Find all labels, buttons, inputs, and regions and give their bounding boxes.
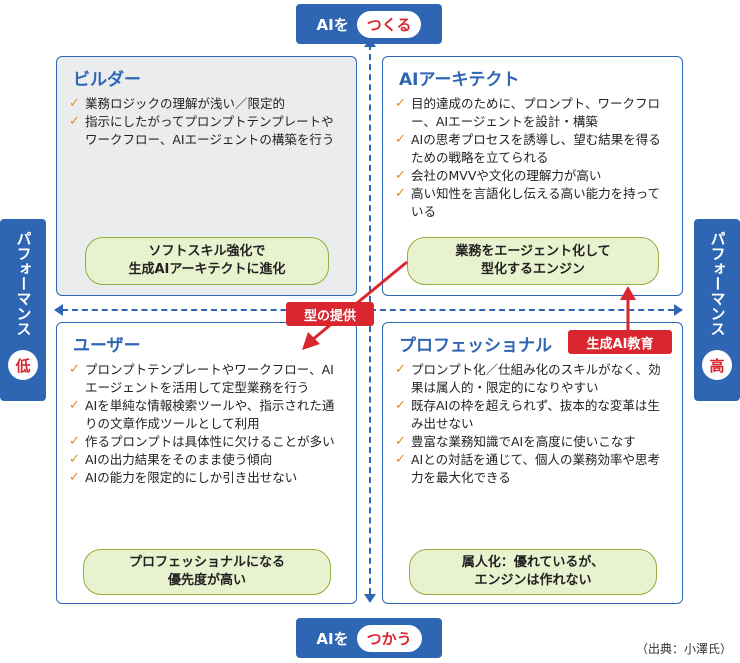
list-item: ✓ AIとの対話を通じて、個人の業務効率や思考力を最大化できる bbox=[395, 451, 672, 487]
list-item: ✓ プロンプトテンプレートやワークフロー、AIエージェントを活用して定型業務を行う bbox=[69, 361, 346, 397]
list-item: ✓ 業務ロジックの理解が浅い／限定的 bbox=[69, 95, 346, 113]
list-item-text: プロンプトテンプレートやワークフロー、AIエージェントを活用して定型業務を行う bbox=[85, 362, 334, 395]
list-item-text: 業務ロジックの理解が浅い／限定的 bbox=[85, 96, 286, 111]
type-provision-arrow-line bbox=[311, 260, 408, 342]
axis-label-left-text: パフォーマンス bbox=[14, 231, 33, 336]
list-item-text: プロンプト化／仕組み化のスキルがなく、効果は属人的・限定的になりやすい bbox=[411, 362, 661, 395]
check-icon: ✓ bbox=[395, 362, 406, 377]
check-icon: ✓ bbox=[69, 452, 80, 467]
check-icon: ✓ bbox=[69, 114, 80, 129]
quadrant-professional-summary: 属人化：優れているが、 エンジンは作れない bbox=[409, 549, 657, 595]
check-icon: ✓ bbox=[69, 434, 80, 449]
axis-arrow-left-icon bbox=[54, 304, 63, 316]
axis-arrow-down-icon bbox=[364, 594, 376, 603]
list-item-text: AIの思考プロセスを誘導し、望む結果を得るための戦略を立てられる bbox=[411, 132, 661, 165]
quadrant-user-title: ユーザー bbox=[73, 336, 141, 356]
list-item: ✓ 既存AIの枠を超えられず、抜本的な変革は生み出せない bbox=[395, 397, 672, 433]
check-icon: ✓ bbox=[395, 186, 406, 201]
list-item-text: 豊富な業務知識でAIを高度に使いこなす bbox=[411, 434, 636, 449]
list-item: ✓ 高い知性を言語化し伝える高い能力を持っている bbox=[395, 185, 672, 221]
type-provision-arrowhead-icon bbox=[302, 332, 320, 350]
axis-label-left: パフォーマンス 低 bbox=[0, 219, 46, 401]
axis-label-bottom-prefix: AIを bbox=[316, 629, 349, 648]
quadrant-professional: プロフェッショナル ✓ プロンプト化／仕組み化のスキルがなく、効果は属人的・限定的… bbox=[382, 322, 683, 604]
quadrant-architect-title: AIアーキテクト bbox=[399, 70, 520, 90]
check-icon: ✓ bbox=[69, 470, 80, 485]
list-item: ✓ プロンプト化／仕組み化のスキルがなく、効果は属人的・限定的になりやすい bbox=[395, 361, 672, 397]
quadrant-professional-title: プロフェッショナル bbox=[399, 336, 552, 356]
list-item-text: 目的達成のために、プロンプト、ワークフロー、AIエージェントを設計・構築 bbox=[411, 96, 661, 129]
quadrant-builder-items: ✓ 業務ロジックの理解が浅い／限定的 ✓ 指示にしたがってプロンプトテンプレートやワー… bbox=[69, 95, 346, 149]
list-item: ✓ 作るプロンプトは具体性に欠けることが多い bbox=[69, 433, 346, 451]
quadrant-user-summary: プロフェッショナルになる 優先度が高い bbox=[83, 549, 331, 595]
list-item: ✓ 指示にしたがってプロンプトテンプレートやワークフロー、AIエージェントの構築を… bbox=[69, 113, 346, 149]
axis-label-top: AIを つくる bbox=[296, 4, 442, 44]
ai-education-arrowhead-icon bbox=[620, 286, 636, 300]
quadrant-builder-summary: ソフトスキル強化で 生成AIアーキテクトに進化 bbox=[85, 237, 329, 285]
quadrant-professional-items: ✓ プロンプト化／仕組み化のスキルがなく、効果は属人的・限定的になりやすい ✓ 既存A… bbox=[395, 361, 672, 487]
list-item: ✓ AIの思考プロセスを誘導し、望む結果を得るための戦略を立てられる bbox=[395, 131, 672, 167]
check-icon: ✓ bbox=[395, 452, 406, 467]
check-icon: ✓ bbox=[69, 398, 80, 413]
check-icon: ✓ bbox=[395, 434, 406, 449]
list-item: ✓ 会社のMVVや文化の理解力が高い bbox=[395, 167, 672, 185]
list-item: ✓ 豊富な業務知識でAIを高度に使いこなす bbox=[395, 433, 672, 451]
list-item-text: 会社のMVVや文化の理解力が高い bbox=[411, 168, 602, 183]
axis-label-top-emphasis: つくる bbox=[356, 10, 422, 38]
list-item: ✓ AIを単純な情報検索ツールや、指示された通りの文章作成ツールとして利用 bbox=[69, 397, 346, 433]
quadrant-architect-items: ✓ 目的達成のために、プロンプト、ワークフロー、AIエージェントを設計・構築 ✓ AI… bbox=[395, 95, 672, 221]
axis-label-right: パフォーマンス 高 bbox=[694, 219, 740, 401]
quadrant-user: ユーザー ✓ プロンプトテンプレートやワークフロー、AIエージェントを活用して定型… bbox=[56, 322, 357, 604]
list-item-text: 既存AIの枠を超えられず、抜本的な変革は生み出せない bbox=[411, 398, 660, 431]
list-item: ✓ 目的達成のために、プロンプト、ワークフロー、AIエージェントを設計・構築 bbox=[395, 95, 672, 131]
axis-label-right-emphasis: 高 bbox=[702, 350, 732, 380]
quadrant-architect: AIアーキテクト ✓ 目的達成のために、プロンプト、ワークフロー、AIエージェント… bbox=[382, 56, 683, 296]
list-item-text: AIの出力結果をそのまま使う傾向 bbox=[85, 452, 273, 467]
check-icon: ✓ bbox=[395, 398, 406, 413]
axis-label-left-emphasis: 低 bbox=[8, 350, 38, 380]
check-icon: ✓ bbox=[395, 132, 406, 147]
quadrant-builder-title: ビルダー bbox=[73, 70, 141, 90]
check-icon: ✓ bbox=[69, 96, 80, 111]
list-item: ✓ AIの能力を限定的にしか引き出せない bbox=[69, 469, 346, 487]
axis-label-right-text: パフォーマンス bbox=[708, 231, 727, 336]
list-item-text: 作るプロンプトは具体性に欠けることが多い bbox=[85, 434, 335, 449]
list-item-text: 高い知性を言語化し伝える高い能力を持っている bbox=[411, 186, 661, 219]
quadrant-user-items: ✓ プロンプトテンプレートやワークフロー、AIエージェントを活用して定型業務を行う… bbox=[69, 361, 346, 487]
axis-label-top-prefix: AIを bbox=[316, 15, 349, 34]
check-icon: ✓ bbox=[395, 168, 406, 183]
check-icon: ✓ bbox=[69, 362, 80, 377]
list-item-text: AIとの対話を通じて、個人の業務効率や思考力を最大化できる bbox=[411, 452, 660, 485]
list-item: ✓ AIの出力結果をそのまま使う傾向 bbox=[69, 451, 346, 469]
list-item-text: 指示にしたがってプロンプトテンプレートやワークフロー、AIエージェントの構築を行… bbox=[85, 114, 335, 147]
check-icon: ✓ bbox=[395, 96, 406, 111]
quadrant-architect-summary: 業務をエージェント化して 型化するエンジン bbox=[407, 237, 659, 285]
quadrant-builder: ビルダー ✓ 業務ロジックの理解が浅い／限定的 ✓ 指示にしたがってプロンプトテンプレ… bbox=[56, 56, 357, 296]
list-item-text: AIを単純な情報検索ツールや、指示された通りの文章作成ツールとして利用 bbox=[85, 398, 335, 431]
list-item-text: AIの能力を限定的にしか引き出せない bbox=[85, 470, 298, 485]
ai-education-tag: 生成AI教育 bbox=[568, 330, 672, 354]
axis-label-bottom: AIを つかう bbox=[296, 618, 442, 658]
axis-label-bottom-emphasis: つかう bbox=[356, 624, 422, 652]
type-provision-tag: 型の提供 bbox=[286, 302, 374, 326]
source-note: （出典：小澤氏） bbox=[635, 642, 732, 656]
axis-arrow-right-icon bbox=[674, 304, 683, 316]
